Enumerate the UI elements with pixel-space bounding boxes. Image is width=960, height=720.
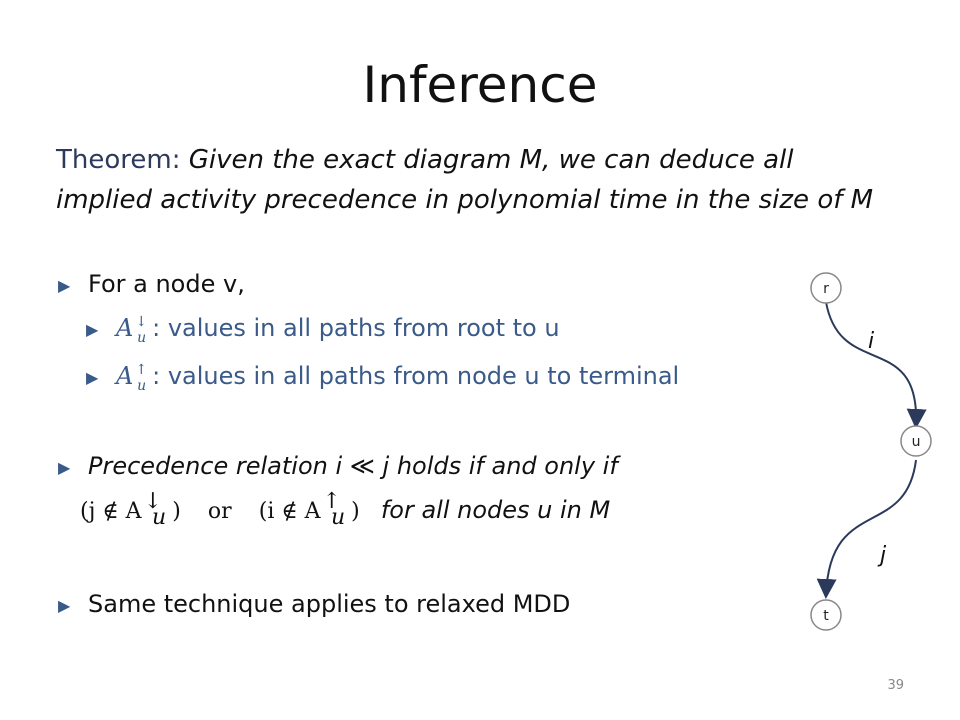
edge-label-i: i [868,329,874,354]
u-subscript: u [137,330,147,346]
node-t: t [810,599,842,631]
triangle-right-icon: ▶ [58,595,71,615]
slide-title: Inference [362,56,598,114]
u-subscript: u [152,505,167,530]
formula-or: or [207,499,232,524]
theorem-block: Theorem: Given the exact diagram M, we c… [56,140,873,220]
bullet-text: Same technique applies to relaxed MDD [88,590,571,618]
up-arrow-superscript: ↑ [135,362,148,378]
theorem-text-line-2: implied activity precedence in polynomia… [56,185,874,215]
formula-close-paren: ) [351,499,360,524]
formula-right: (i ∉ A [258,499,321,524]
node-u-label: u [912,434,921,450]
sub-bullet-down-values: ▶ A↓u : values in all paths from root to u [86,314,560,346]
edge-label-j: j [877,543,887,568]
triangle-right-icon: ▶ [58,457,71,477]
sub-bullet-text: : values in all paths from root to u [152,314,560,342]
mdd-path-diagram: r u t i j [810,272,932,631]
math-a-symbol: A [116,362,134,390]
triangle-right-icon: ▶ [86,319,99,339]
formula-close-paren: ) [172,499,181,524]
formula-left: (j ∉ A [80,499,142,524]
bullet-text: Precedence relation i ≪ j holds if and o… [88,452,618,480]
page-number: 39 [887,678,904,693]
triangle-right-icon: ▶ [58,275,71,295]
theorem-label: Theorem: [56,145,181,175]
node-r: r [810,272,842,304]
sub-bullet-text: : values in all paths from node u to ter… [152,362,680,390]
node-r-label: r [823,281,829,297]
edge-r-to-u [825,301,927,429]
sub-bullet-up-values: ▶ A↑u : values in all paths from node u to… [86,362,680,394]
u-subscript: u [330,505,346,530]
down-arrow-superscript: ↓ [135,314,148,330]
edge-u-to-t [816,459,917,599]
node-t-label: t [823,608,829,624]
triangle-right-icon: ▶ [86,367,99,387]
down-arrow-superscript: ↓ [143,489,163,514]
u-subscript: u [137,378,147,394]
bullet-relaxed-mdd: ▶ Same technique applies to relaxed MDD [58,590,570,618]
bullet-node-definition: ▶ For a node v, [58,270,245,298]
bullet-precedence-relation: ▶ Precedence relation i ≪ j holds if and … [58,452,618,480]
up-arrow-superscript: ↑ [322,489,341,514]
formula-suffix: for all nodes u in M [380,496,611,524]
precedence-formula: (j ∉ A↓u) or (i ∉ A↑u) for all nodes u i… [80,489,611,530]
node-u: u [900,425,932,457]
bullet-text: For a node v, [88,270,245,298]
theorem-text-line-1: Given the exact diagram M, we can deduce… [188,145,794,175]
math-a-symbol: A [116,314,134,342]
